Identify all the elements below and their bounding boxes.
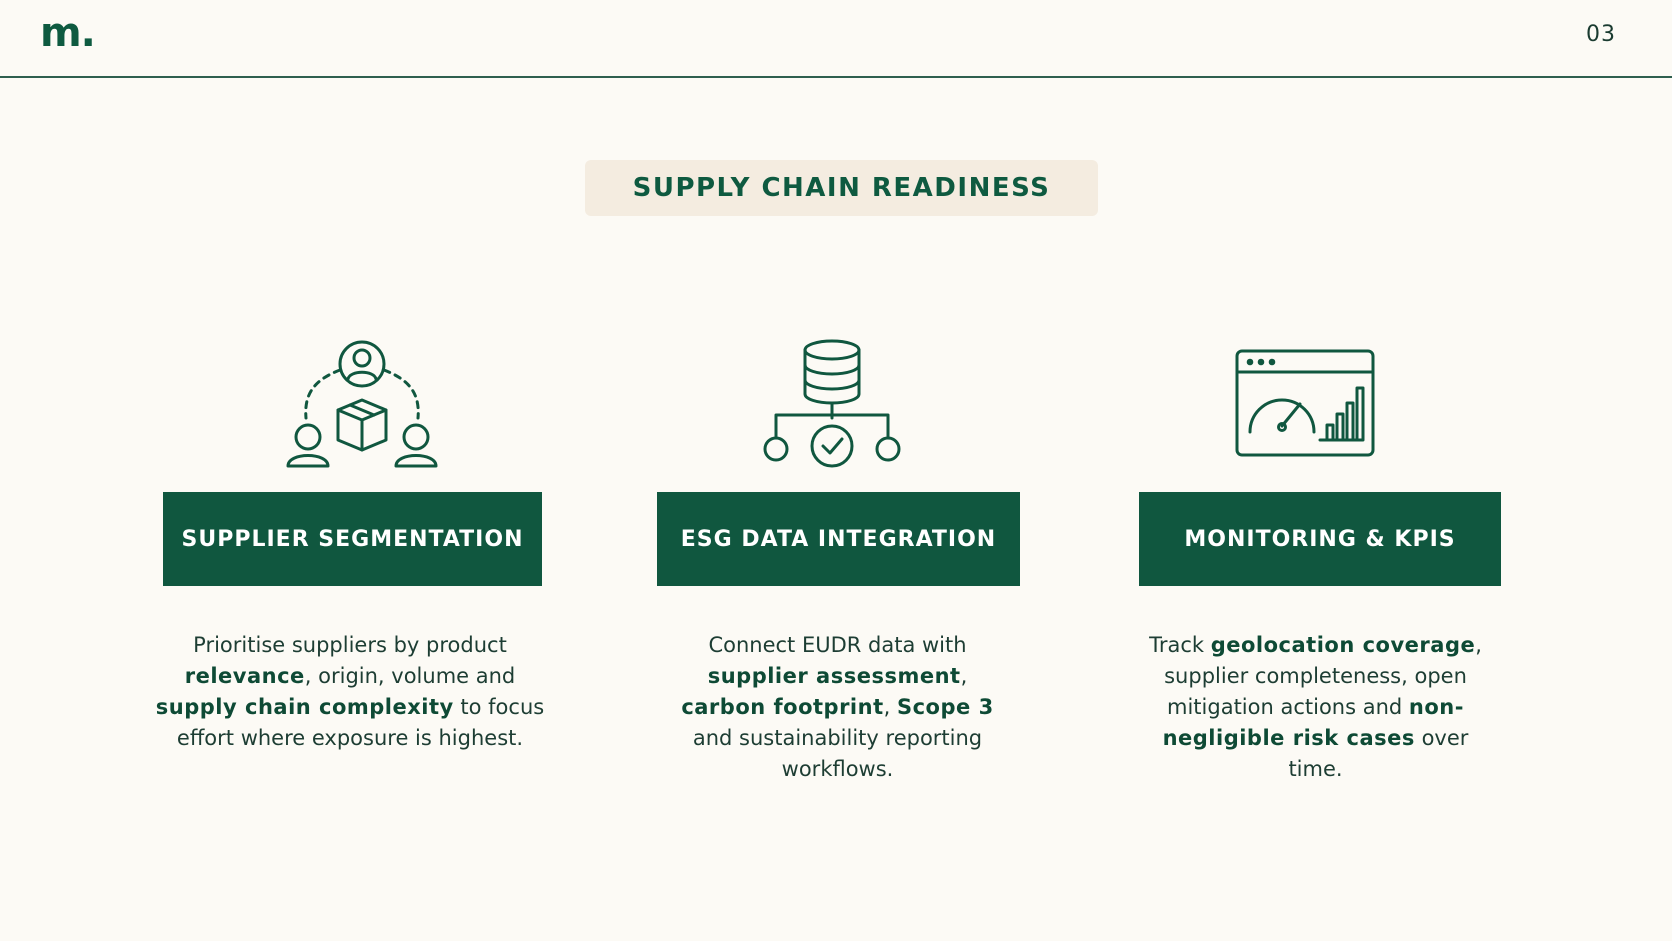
- description-text: , supplier completeness, open mitigation…: [1164, 633, 1482, 719]
- banner-supplier-segmentation: SUPPLIER SEGMENTATION: [163, 492, 542, 586]
- description-text: Prioritise suppliers by product: [193, 633, 507, 657]
- description-text: ,: [960, 664, 968, 688]
- description-emphasis: non-negligible risk cases: [1162, 695, 1464, 750]
- section-title: SUPPLY CHAIN READINESS: [632, 173, 1051, 203]
- description-text: , origin, volume and: [304, 664, 516, 688]
- description-text: Track: [1149, 633, 1211, 657]
- banner-label: ESG DATA INTEGRATION: [680, 526, 997, 552]
- description-text: and sustainability reporting workflows.: [692, 726, 983, 781]
- section-title-pill: SUPPLY CHAIN READINESS: [585, 160, 1098, 216]
- header-divider: [0, 76, 1672, 78]
- description-emphasis: Scope 3: [896, 695, 994, 719]
- logo: m.: [40, 10, 96, 56]
- dashboard-gauge-icon: [1234, 348, 1376, 460]
- description-esg-data-integration: Connect EUDR data with supplier assessme…: [670, 630, 1005, 785]
- banner-esg-data-integration: ESG DATA INTEGRATION: [657, 492, 1020, 586]
- description-monitoring-kpis: Track geolocation coverage, supplier com…: [1148, 630, 1483, 785]
- description-text: to focus effort where exposure is highes…: [176, 695, 545, 750]
- description-supplier-segmentation: Prioritise suppliers by product relevanc…: [155, 630, 545, 754]
- description-text: Connect EUDR data with: [708, 633, 967, 657]
- banner-label: MONITORING & KPIS: [1184, 526, 1456, 552]
- description-emphasis: carbon footprint: [681, 695, 884, 719]
- description-emphasis: relevance: [184, 664, 305, 688]
- database-integration-icon: [756, 338, 910, 470]
- description-emphasis: supply chain complexity: [155, 695, 454, 719]
- page-number: 03: [1586, 22, 1616, 47]
- description-text: over time.: [1288, 726, 1469, 781]
- description-text: ,: [883, 695, 897, 719]
- banner-label: SUPPLIER SEGMENTATION: [181, 526, 524, 552]
- banner-monitoring-kpis: MONITORING & KPIS: [1139, 492, 1501, 586]
- description-emphasis: supplier assessment: [707, 664, 961, 688]
- description-emphasis: geolocation coverage: [1210, 633, 1476, 657]
- supplier-network-icon: [284, 336, 440, 472]
